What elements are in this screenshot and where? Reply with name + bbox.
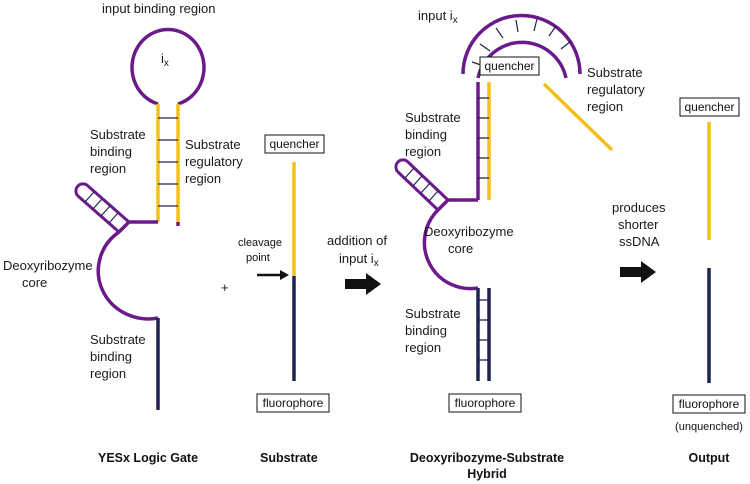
output-fluorophore-box [672,394,746,414]
label-gate-tail-substrate: Substrate [90,332,146,347]
label-input-binding-region: input binding region [102,1,215,16]
label-hybrid-regulatory-2: regulatory [587,82,645,97]
label-gate-substrate-binding-3: region [90,161,126,176]
label-hybrid-input: input ix [418,8,458,26]
caption-hybrid-2: Hybrid [467,467,507,481]
label-gate-substrate-regulatory-2: regulatory [185,154,243,169]
hybrid-deoxyribozyme-core [422,198,479,291]
produces-arrow [620,261,656,283]
label-ix: ix [161,51,169,69]
label-gate-tail-binding: binding [90,349,132,364]
label-hybrid-binding-3: region [405,144,441,159]
output-panel: quencher fluorophore (unquenched) Output [672,97,746,465]
label-addition-of: addition of [327,233,387,248]
hybrid-panel: input ix quencher Substrate regulatory r… [394,8,645,481]
hybrid-quencher-label: quencher [484,59,534,73]
label-hybrid-deoxyribozyme: Deoxyribozyme [424,224,514,239]
label-hybrid-binding-2: binding [405,127,447,142]
label-gate-substrate-binding-2: binding [90,144,132,159]
gate-deoxyribozyme-core [96,220,159,321]
caption-substrate: Substrate [260,451,318,465]
gate-stem-rungs [158,117,178,207]
hybrid-fluorophore-box [448,393,522,413]
fluorophore-label: fluorophore [263,396,324,410]
label-hybrid-lower-1: Substrate [405,306,461,321]
label-gate-core: core [22,275,47,290]
cleavage-arrow-head [280,270,289,280]
label-gate-tail-region: region [90,366,126,381]
label-gate-substrate-regulatory-1: Substrate [185,137,241,152]
caption-output: Output [689,451,731,465]
label-gate-substrate-binding-1: Substrate [90,127,146,142]
addition-of-input: addition of input ix [327,233,387,295]
caption-gate: YESx Logic Gate [98,451,198,465]
gate-hairpin-rungs [84,191,119,224]
quencher-label: quencher [269,137,319,151]
label-produces: produces [612,200,666,215]
hybrid-arc-rungs [471,18,572,67]
gate-input-loop [130,27,206,106]
hybrid-yellow-rungs [478,97,489,179]
substrate-panel: quencher fluorophore cleavage point Subs… [238,134,330,465]
label-addition-input: input ix [339,251,379,269]
label-hybrid-lower-2: binding [405,323,447,338]
quencher-box [264,134,325,154]
label-shorter: shorter [618,217,659,232]
label-ssdna: ssDNA [619,234,660,249]
addition-arrow [345,273,381,295]
hybrid-hairpin-rungs [404,167,439,202]
output-quencher-box [679,97,740,117]
gate-hairpin [74,182,130,234]
label-hybrid-regulatory-3: region [587,99,623,114]
hybrid-navy-rungs [478,299,489,361]
output-fluorophore-label: fluorophore [679,397,740,411]
label-point: point [246,252,270,264]
hybrid-quencher-box [479,56,540,76]
hybrid-hairpin [394,158,450,212]
yesx-logic-gate: input binding region ix Substrate bindin… [3,1,243,465]
hybrid-regulatory-strand [542,82,614,152]
label-cleavage: cleavage [238,237,282,249]
produces-step: produces shorter ssDNA [612,200,666,283]
caption-hybrid-1: Deoxyribozyme-Substrate [410,451,564,465]
label-hybrid-core: core [448,241,473,256]
label-gate-substrate-regulatory-3: region [185,171,221,186]
hybrid-input-arc-outer [461,13,582,75]
label-hybrid-lower-3: region [405,340,441,355]
plus-sign: + [221,280,229,295]
label-hybrid-regulatory-1: Substrate [587,65,643,80]
fluorophore-box [256,393,330,413]
label-gate-deoxyribozyme: Deoxyribozyme [3,258,93,273]
label-hybrid-binding-1: Substrate [405,110,461,125]
hybrid-fluorophore-label: fluorophore [455,396,516,410]
output-quencher-label: quencher [684,100,734,114]
label-unquenched: (unquenched) [675,421,743,433]
